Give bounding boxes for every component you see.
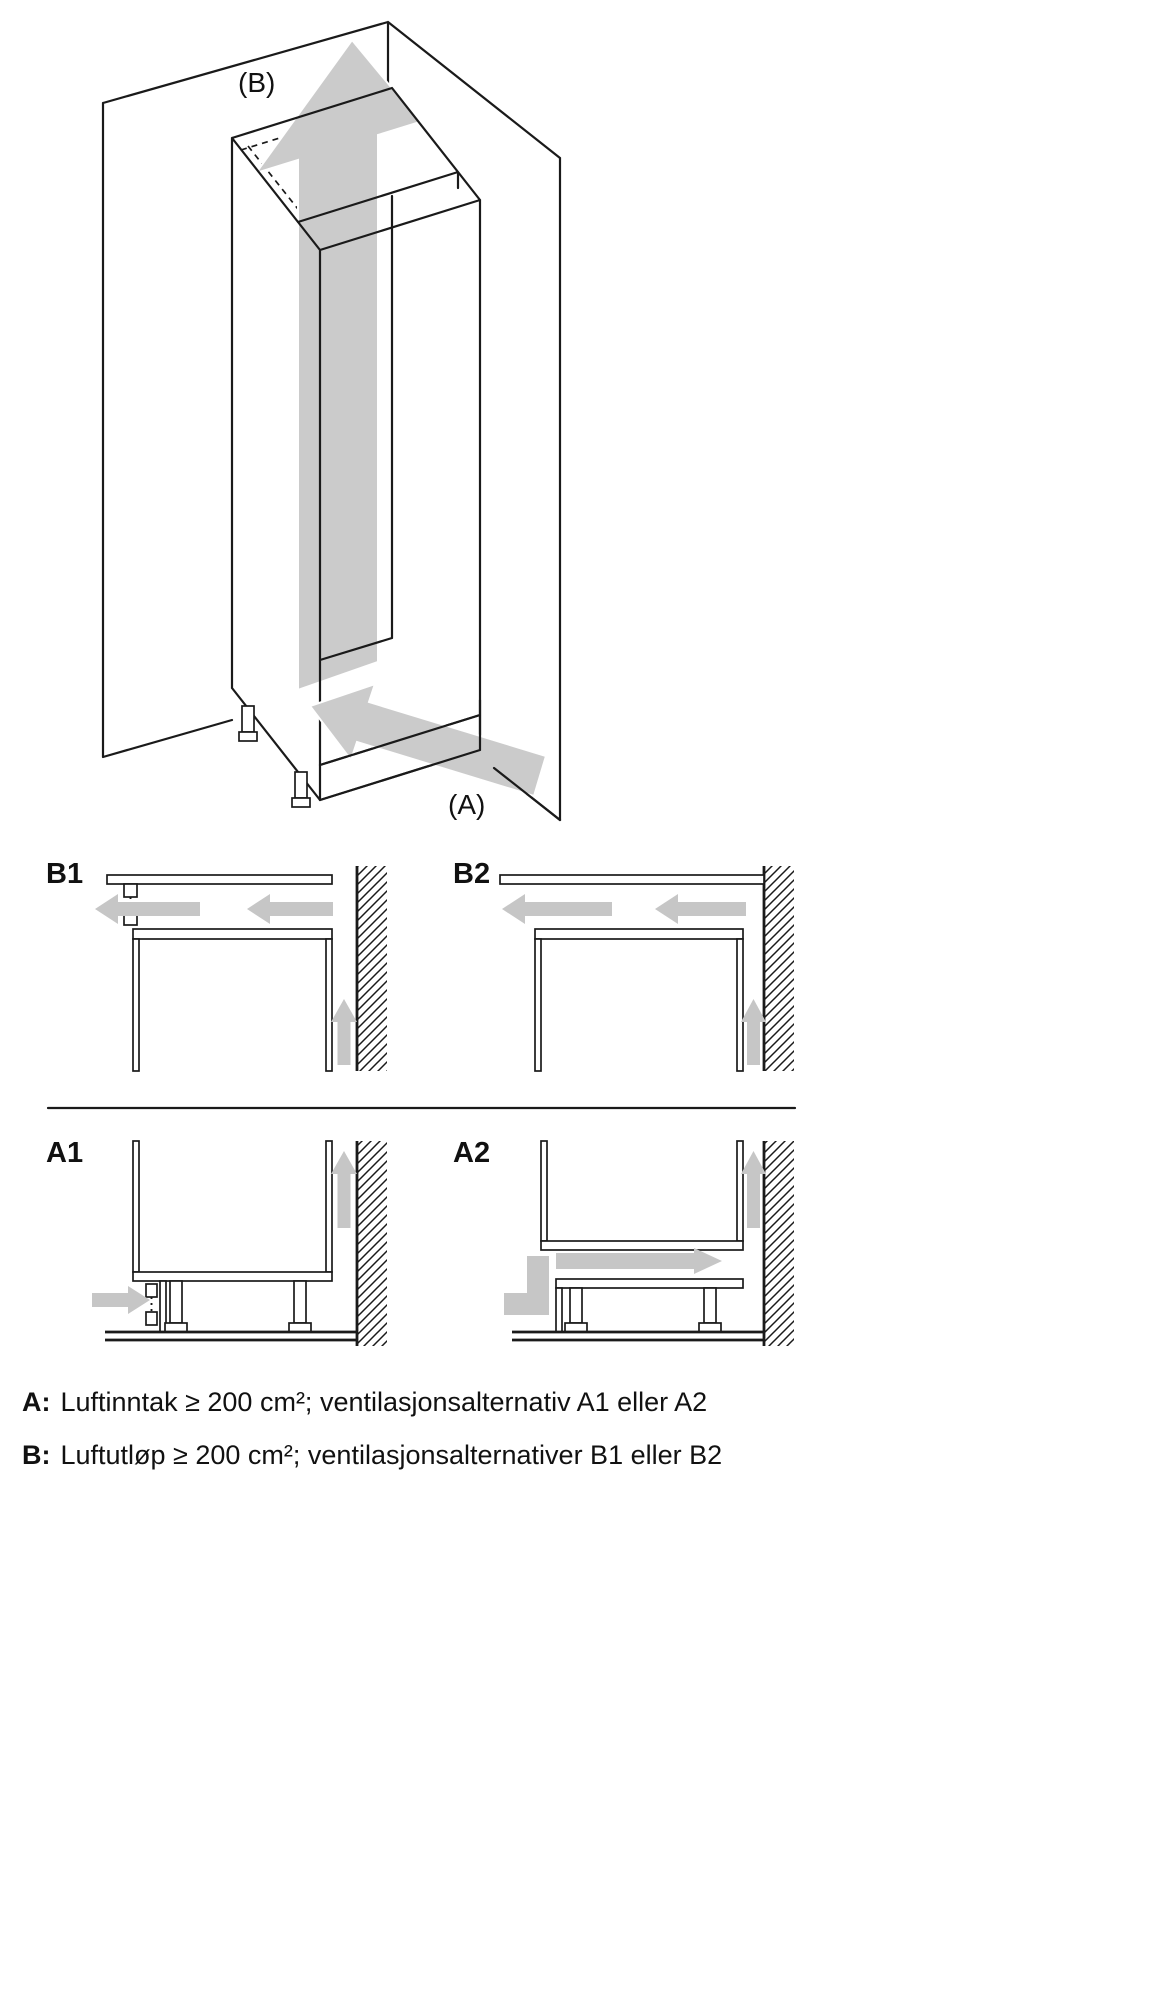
caption-b-prefix: B: xyxy=(22,1440,51,1470)
wall-hatch xyxy=(764,1141,794,1346)
entry-l-band xyxy=(504,1256,549,1315)
caption-b-text: Luftutløp ≥ 200 cm²; ventilasjonsalterna… xyxy=(60,1440,723,1470)
plinth-panel xyxy=(555,1287,563,1333)
up-arrow xyxy=(331,1151,357,1228)
floor-lines xyxy=(105,1330,357,1342)
detail-b1 xyxy=(95,866,387,1072)
plinth-grille-lower xyxy=(145,1311,158,1326)
caption-a-prefix: A: xyxy=(22,1387,51,1417)
wall-hatch xyxy=(764,866,794,1071)
wall-hatch xyxy=(357,866,387,1071)
appliance-side-left xyxy=(132,1140,140,1273)
up-arrow xyxy=(741,999,766,1065)
appliance-bottom xyxy=(132,1271,333,1282)
front-grille-upper xyxy=(123,883,138,898)
panel-label-a2: A2 xyxy=(453,1137,491,1169)
iso-outlet-label: (B) xyxy=(238,67,276,98)
up-arrow xyxy=(741,1151,766,1228)
caption-a-text: Luftinntak ≥ 200 cm²; ventilasjonsaltern… xyxy=(60,1387,708,1417)
up-arrow xyxy=(331,999,357,1065)
wall-hatch xyxy=(357,1141,387,1346)
appliance-side-left xyxy=(534,938,542,1072)
panel-label-a1: A1 xyxy=(46,1137,84,1169)
left-arrow-front xyxy=(95,894,200,924)
appliance-side-left xyxy=(132,938,140,1072)
detail-a1 xyxy=(92,1140,387,1346)
iso-intake-label: (A) xyxy=(448,789,486,820)
left-arrow-back xyxy=(247,894,333,924)
left-arrow-back xyxy=(655,894,746,924)
appliance-bottom xyxy=(540,1240,744,1251)
isometric-view xyxy=(101,20,562,822)
appliance-side-left xyxy=(540,1140,548,1242)
furniture-top-panel xyxy=(499,874,765,885)
caption-a: A: Luftinntak ≥ 200 cm²; ventilasjonsalte… xyxy=(22,1386,707,1420)
corner-walls xyxy=(101,20,562,822)
foot-left-leg xyxy=(169,1280,183,1324)
base-lines-over-arrow xyxy=(318,698,562,822)
foot-right-leg xyxy=(703,1287,717,1324)
air-outlet-arrow xyxy=(253,38,422,692)
plinth-grille-upper xyxy=(145,1283,158,1298)
detail-b2 xyxy=(499,866,794,1072)
floor-lines xyxy=(512,1330,764,1342)
furniture-top-panel xyxy=(106,874,333,885)
foot-left-leg xyxy=(569,1287,583,1324)
panel-label-b1: B1 xyxy=(46,858,84,890)
appliance-side-right xyxy=(736,1140,744,1242)
appliance-side-right xyxy=(325,1140,333,1273)
channel-right-arrow xyxy=(556,1248,722,1274)
left-arrow-front xyxy=(502,894,612,924)
foot-right-leg xyxy=(293,1280,307,1324)
caption-b: B: Luftutløp ≥ 200 cm²; ventilasjonsalter… xyxy=(22,1439,722,1473)
air-intake-arrow xyxy=(308,682,548,798)
detail-a2 xyxy=(504,1140,794,1346)
base-platform xyxy=(555,1278,744,1289)
appliance-top xyxy=(534,928,744,940)
panel-label-b2: B2 xyxy=(453,858,491,890)
appliance-top xyxy=(132,928,333,940)
appliance-side-right xyxy=(325,938,333,1072)
cabinet-feet xyxy=(238,705,311,808)
appliance-side-right xyxy=(736,938,744,1072)
intake-right-arrow xyxy=(92,1286,150,1314)
